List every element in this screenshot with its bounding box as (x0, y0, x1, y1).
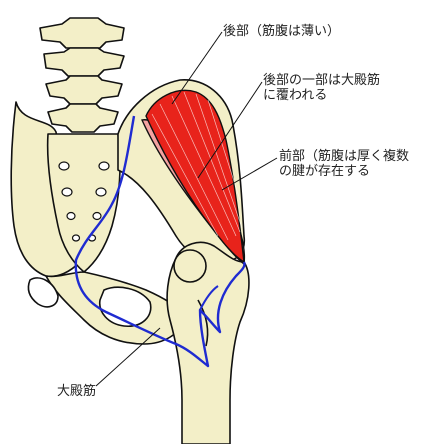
leader-lines (95, 31, 278, 387)
femoral-head (173, 249, 207, 283)
leader-covered (197, 81, 263, 179)
obturator-foramen (99, 286, 152, 327)
label-line: 前部（筋腹は厚く複数 (279, 149, 410, 164)
leader-anterior (221, 157, 278, 191)
right-femur (166, 241, 250, 444)
leader-posterior (171, 31, 223, 105)
gluteus-maximus-outline (74, 115, 246, 368)
muscle-posterior-part (145, 89, 245, 264)
lumbar-spine (39, 17, 125, 133)
label-covered-by-gluteus-maximus: 後部の一部は大殿筋 に覆われる (263, 73, 380, 103)
label-line: 大殿筋 (57, 384, 97, 399)
gluteus-maximus-inner (199, 285, 219, 311)
pelvis-bones (10, 17, 250, 444)
sacral-foramina (58, 161, 110, 242)
leader-gluteus (95, 327, 161, 387)
obturator-foramen-left (27, 277, 59, 308)
label-line: に覆われる (263, 88, 328, 103)
label-posterior-part: 後部（筋腹は薄い） (223, 24, 340, 39)
label-line: の腱が存在する (279, 164, 371, 179)
femur-trochanter-line (197, 299, 209, 347)
label-line: 後部の一部は大殿筋 (263, 73, 381, 88)
label-line: 後部（筋腹は薄い） (223, 24, 341, 39)
gluteus-medius-muscle (141, 89, 246, 266)
label-anterior-part: 前部（筋腹は厚く複数 の腱が存在する (279, 149, 409, 179)
muscle-fibers (151, 91, 243, 241)
label-gluteus-maximus: 大殿筋 (57, 384, 96, 399)
